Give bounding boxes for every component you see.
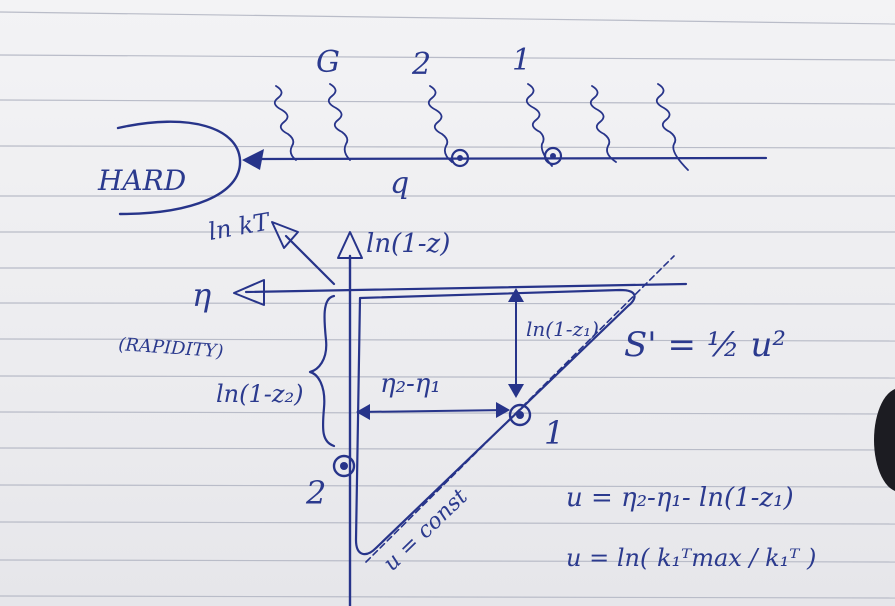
gluon-wave — [427, 85, 453, 163]
rapidity-label: (RAPIDITY) — [118, 334, 224, 362]
hard-label: HARD — [97, 164, 186, 197]
vertex-arrow-icon — [242, 149, 264, 170]
brace-ln1-z2 — [308, 294, 336, 448]
gluon-wave — [273, 85, 297, 161]
const-u-dashed-line — [365, 255, 675, 563]
eta-diff-label: η₂-η₁ — [380, 369, 441, 399]
emission-point-1 — [516, 411, 524, 419]
eta-axis — [244, 282, 688, 294]
emission-point-2 — [340, 462, 348, 470]
point-2-label: 2 — [305, 474, 326, 512]
gluon-wave — [589, 85, 617, 163]
arrow-left-icon — [356, 404, 370, 420]
hard-blob-outline — [116, 120, 242, 216]
gluon-wave — [655, 83, 689, 171]
kt-axis-label: ln kT — [206, 207, 273, 246]
gluon-wave — [327, 83, 351, 161]
emission-vertex-2 — [450, 148, 470, 168]
eta-diff-arrow — [357, 409, 509, 413]
gluon-label-g: G — [316, 45, 340, 80]
emission-point-2 — [332, 454, 356, 478]
emission-point-1 — [508, 403, 532, 427]
arrow-right-icon — [496, 402, 510, 418]
arrow-down-icon — [508, 384, 524, 398]
eta-arrow-icon — [233, 279, 265, 306]
z-axis-label: ln(1-z) — [366, 229, 450, 259]
lund-plane: ln kT ln(1-z) η (RAPIDITY) ln(1-z₂) ln(1… — [118, 207, 816, 606]
eta-label: η — [192, 276, 211, 314]
gluon-label-2: 2 — [411, 47, 431, 82]
point-1-label: 1 — [544, 414, 564, 452]
quark-label: q — [390, 166, 409, 201]
ruled-lines — [0, 11, 895, 599]
emission-vertex-1 — [543, 146, 563, 166]
gluon-label-1: 1 — [512, 43, 531, 78]
u-formula-1: u = η₂-η₁- ln(1-z₁) — [566, 483, 794, 513]
emission-diagram: HARD q G 2 1 — [97, 43, 768, 216]
kt-arrow-icon — [271, 221, 299, 249]
ln1-z1-label: ln(1-z₁) — [526, 317, 599, 341]
s-formula: S' = ½ u² — [624, 325, 786, 365]
arrow-up-icon — [508, 288, 524, 302]
emission-vertex-1 — [550, 153, 556, 159]
emission-vertex-2 — [457, 155, 463, 161]
u-formula-2: u = ln( k₁ᵀmax / k₁ᵀ ) — [566, 544, 816, 572]
shadow-smudge — [874, 388, 895, 492]
quark-line — [256, 156, 768, 161]
ln1-z2-label: ln(1-z₂) — [216, 380, 304, 408]
kt-axis — [284, 234, 336, 286]
gluon-wave — [525, 83, 553, 167]
z-arrow-icon — [337, 231, 363, 259]
